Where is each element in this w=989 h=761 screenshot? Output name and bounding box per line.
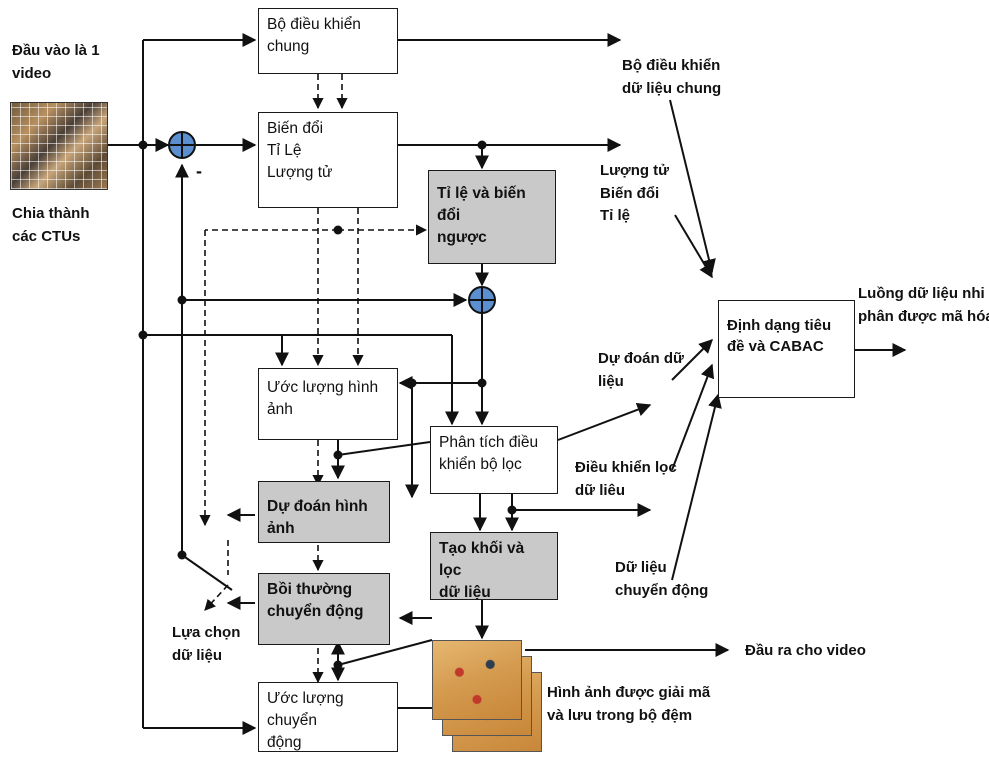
label-line: và lưu trong bộ đệm [547,705,710,728]
label-line: phân được mã hóa [858,306,989,329]
prediction-data-label: Dự đoán dữ liệu [598,348,684,393]
motion-compensation-box: Bồi thường chuyển động [258,573,390,645]
label-line: liệu [598,371,684,394]
label-line: dữ liệu chung [622,78,721,101]
header-cabac-box: Định dạng tiêu đề và CABAC [718,300,855,398]
filter-analysis-box: Phân tích điều khiển bộ lọc [430,426,558,494]
label-line: Điều khiển lọc [575,457,677,480]
box-line: dữ liệu [439,582,549,604]
label-line: Đầu vào là 1 [12,40,100,63]
box-line: Tỉ lệ và biến đổi [437,183,547,227]
summing-junction-1 [169,132,195,158]
select-data-label: Lựa chọn dữ liệu [172,622,240,667]
label-line: video [12,63,100,86]
motion-data-label: Dữ liệu chuyển động [615,557,708,602]
box-line: Bồi thường [267,579,381,601]
label-line: dữ liêu [575,480,677,503]
box-line: chuyển động [267,601,381,623]
box-line: Bộ điều khiển [267,14,389,36]
split-ctu-label: Chia thành các CTUs [12,203,90,248]
box-line: Tạo khối và lọc [439,538,549,582]
label-line: các CTUs [12,226,90,249]
label-line: Bộ điều khiển [622,55,721,78]
label-line: Dự đoán dữ [598,348,684,371]
input-video-thumbnail [10,102,108,190]
intra-prediction-box: Dự đoán hình ảnh [258,481,390,543]
box-line: ngược [437,227,547,249]
label-line: Hình ảnh được giải mã [547,682,710,705]
general-control-data-label: Bộ điều khiển dữ liệu chung [622,55,721,100]
box-line: Dự đoán hình ảnh [267,496,381,540]
bitstream-label: Luồng dữ liệu nhi phân được mã hóa [858,283,989,328]
inverse-scale-transform-box: Tỉ lệ và biến đổi ngược [428,170,556,264]
summing-junction-2 [469,287,495,313]
box-line: chung [267,36,389,58]
label-line: Dữ liệu [615,557,708,580]
box-line: Tỉ Lệ [267,140,389,162]
quant-transform-label: Lượng tử Biến đổi Tỉ lệ [600,160,669,228]
box-line: ảnh [267,399,389,421]
decoded-frame-1 [432,640,522,720]
label-line: dữ liệu [172,645,240,668]
box-line: động [267,732,389,754]
label-line: Biến đổi [600,183,669,206]
intra-estimation-box: Ước lượng hình ảnh [258,368,398,440]
box-line: khiển bộ lọc [439,454,549,476]
label-line: Lượng tử [600,160,669,183]
filter-control-data-label: Điều khiển lọc dữ liêu [575,457,677,502]
deblock-filter-box: Tạo khối và lọc dữ liệu [430,532,558,600]
box-line: Ước lượng hình [267,377,389,399]
general-controller-box: Bộ điều khiển chung [258,8,398,74]
label-line: Chia thành [12,203,90,226]
decoded-buffer-label: Hình ảnh được giải mã và lưu trong bộ đệ… [547,682,710,727]
input-label: Đầu vào là 1 video [12,40,100,85]
box-line: Ước lượng chuyển [267,688,389,732]
minus-sign: - [196,158,202,185]
box-line: Định dạng tiêu [727,315,846,336]
transform-quant-box: Biến đổi Tỉ Lệ Lượng tử [258,112,398,208]
box-line: Phân tích điều [439,432,549,454]
motion-estimation-box: Ước lượng chuyển động [258,682,398,752]
output-video-label: Đầu ra cho video [745,640,866,663]
box-line: đề và CABAC [727,336,846,357]
label-line: Luồng dữ liệu nhi [858,283,989,306]
box-line: Biến đổi [267,118,389,140]
label-line: chuyển động [615,580,708,603]
box-line: Lượng tử [267,162,389,184]
label-line: Lựa chọn [172,622,240,645]
label-line: Tỉ lệ [600,205,669,228]
